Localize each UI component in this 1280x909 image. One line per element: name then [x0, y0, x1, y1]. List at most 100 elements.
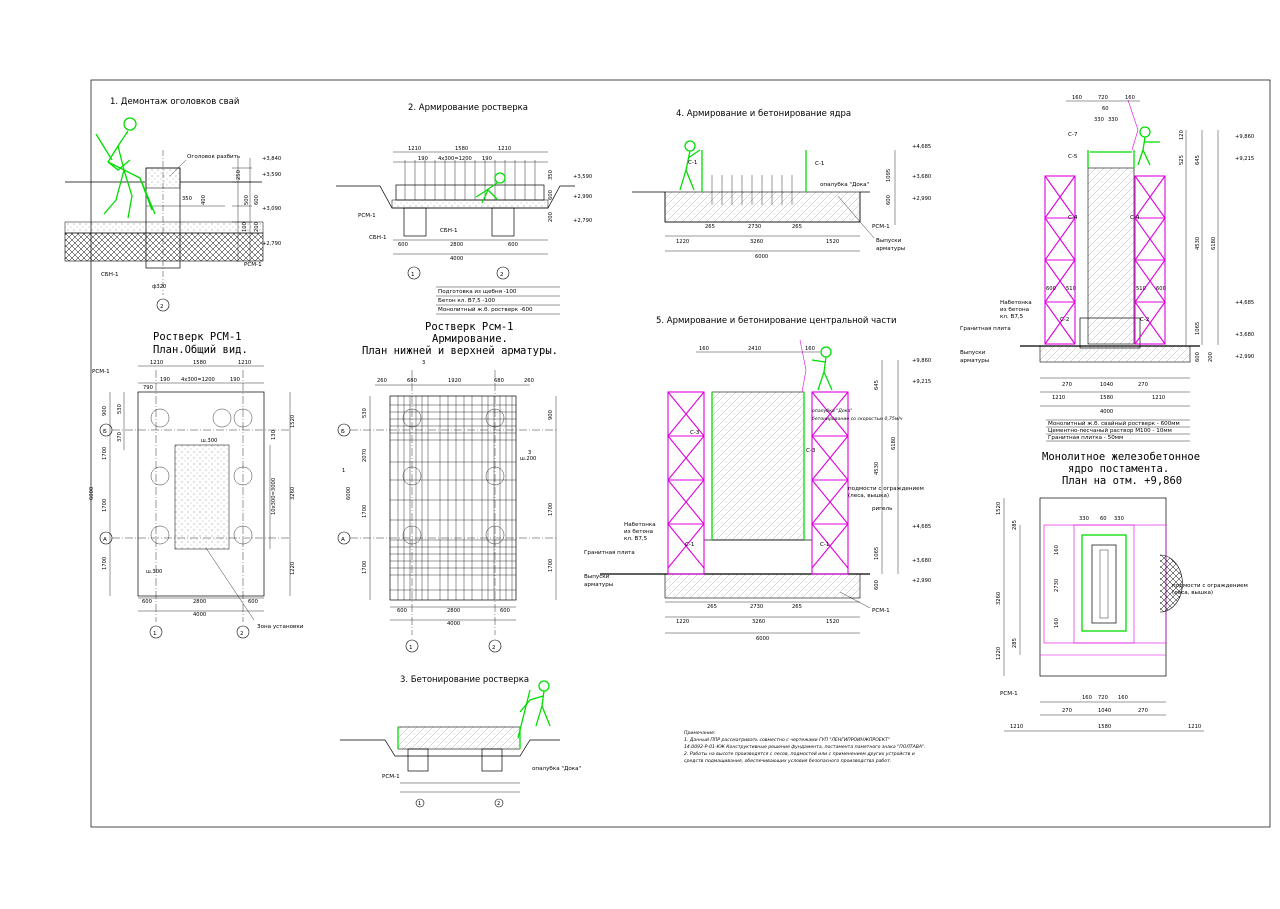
- svg-text:1210: 1210: [498, 146, 511, 152]
- svg-text:600: 600: [886, 195, 892, 205]
- svg-text:+3,840: +3,840: [262, 156, 281, 162]
- svg-text:2: 2: [240, 631, 244, 637]
- svg-text:900: 900: [548, 410, 554, 420]
- svg-text:60: 60: [1102, 106, 1109, 112]
- rostverk-pour: [397, 726, 521, 750]
- svg-text:ш.300: ш.300: [201, 438, 217, 444]
- svg-text:ф320: ф320: [152, 284, 166, 290]
- svg-text:1580: 1580: [1098, 724, 1111, 730]
- plan-1-general: Ростверк РСМ-1 План.Общий вид. Б А 1 2 Р…: [89, 331, 304, 639]
- worker-figure-2: [475, 172, 506, 204]
- svg-text:4530: 4530: [1195, 237, 1201, 250]
- svg-text:600: 600: [398, 242, 408, 248]
- svg-text:1040: 1040: [1100, 382, 1113, 388]
- svg-text:200: 200: [548, 212, 554, 222]
- svg-text:600: 600: [1195, 352, 1201, 362]
- svg-text:1700: 1700: [102, 447, 108, 460]
- svg-text:1700: 1700: [102, 499, 108, 512]
- svg-text:330: 330: [1114, 516, 1124, 522]
- plan-1-title: Ростверк РСМ-1: [153, 331, 242, 343]
- svg-text:260: 260: [377, 378, 387, 384]
- svg-text:1210: 1210: [408, 146, 421, 152]
- svg-text:2800: 2800: [447, 608, 460, 614]
- svg-text:900: 900: [102, 406, 108, 416]
- svg-text:645: 645: [1195, 155, 1201, 165]
- svg-text:1065: 1065: [874, 547, 880, 560]
- svg-text:160: 160: [1072, 95, 1082, 101]
- svg-text:ригель: ригель: [872, 506, 892, 512]
- svg-text:1520: 1520: [826, 239, 839, 245]
- svg-text:2800: 2800: [450, 242, 463, 248]
- svg-text:+2,990: +2,990: [912, 196, 931, 202]
- label-ogolovok: Оголовок разбить: [187, 154, 240, 160]
- s2-layers-table: Подготовка из щебня -100 Бетон кл. B7,5 …: [436, 286, 560, 315]
- section-5-title: 5. Армирование и бетонирование центральн…: [656, 316, 896, 326]
- svg-text:С-1: С-1: [820, 542, 830, 548]
- svg-text:4000: 4000: [450, 256, 463, 262]
- svg-text:1520: 1520: [996, 502, 1002, 515]
- core-column: [1087, 167, 1135, 345]
- plan-2-piles: [402, 408, 505, 545]
- svg-text:190: 190: [418, 156, 428, 162]
- svg-text:160: 160: [1054, 618, 1060, 628]
- svg-text:опалубка "Дока": опалубка "Дока": [532, 766, 582, 772]
- svg-text:Набетонка: Набетонка: [624, 522, 656, 528]
- sheet-frame: [90, 79, 1271, 828]
- svg-text:+3,090: +3,090: [262, 206, 281, 212]
- svg-text:С-7: С-7: [1068, 132, 1078, 138]
- svg-text:265: 265: [707, 604, 717, 610]
- svg-text:645: 645: [874, 380, 880, 390]
- svg-text:Набетонка: Набетонка: [1000, 300, 1032, 306]
- svg-text:РСМ-1: РСМ-1: [1000, 691, 1018, 697]
- svg-text:260: 260: [524, 378, 534, 384]
- svg-text:3260: 3260: [290, 487, 296, 500]
- svg-text:+2,990: +2,990: [573, 194, 592, 200]
- svg-text:270: 270: [1138, 708, 1148, 714]
- svg-text:270: 270: [1062, 708, 1072, 714]
- svg-text:из бетона: из бетона: [1000, 307, 1029, 313]
- svg-text:6000: 6000: [346, 487, 352, 500]
- worker-figure-5: [517, 680, 551, 739]
- svg-text:РСМ-1: РСМ-1: [92, 369, 110, 375]
- svg-text:600: 600: [500, 608, 510, 614]
- svg-text:6180: 6180: [1211, 237, 1217, 250]
- svg-text:4x300=1200: 4x300=1200: [181, 377, 215, 383]
- section-3-betonirovanie: 3. Бетонирование ростверка опалубка "Док…: [340, 675, 582, 808]
- svg-text:285: 285: [1012, 638, 1018, 648]
- svg-text:ядро постамента.: ядро постамента.: [1068, 463, 1169, 475]
- svg-text:Монолитный ж.б. свайный ростве: Монолитный ж.б. свайный ростверк - 600мм: [1048, 420, 1180, 427]
- svg-text:Армирование.: Армирование.: [432, 333, 508, 345]
- svg-text:Гранитная плита: Гранитная плита: [584, 550, 635, 556]
- section-4-title: 4. Армирование и бетонирование ядра: [676, 109, 851, 119]
- scaffold-right: [1134, 175, 1166, 345]
- svg-text:600: 600: [874, 580, 880, 590]
- svg-text:3260: 3260: [996, 592, 1002, 605]
- svg-text:530: 530: [117, 404, 123, 414]
- note-line: 1. Данный ППР рассматривать совместно с …: [684, 737, 890, 743]
- svg-text:С-4: С-4: [1068, 215, 1078, 221]
- svg-text:1700: 1700: [548, 559, 554, 572]
- scaffold-5-left: [667, 391, 705, 575]
- svg-text:1700: 1700: [362, 561, 368, 574]
- svg-text:1: 1: [418, 801, 421, 807]
- svg-text:Монолитный ж.б. ростверк -600: Монолитный ж.б. ростверк -600: [438, 306, 533, 313]
- svg-text:арматуры: арматуры: [876, 246, 905, 252]
- p2-dimensions: 260 680 1920 680 260 530 2070 1700 1700 …: [342, 360, 557, 627]
- svg-text:1520: 1520: [826, 619, 839, 625]
- s1-dimensions: +3,840 +3,590 +3,090 +2,790 350 400 500 …: [152, 156, 281, 290]
- svg-text:СБН-1: СБН-1: [440, 228, 458, 234]
- note-line: средств подмащивания, обеспечивающих усл…: [684, 758, 891, 764]
- section-4-yadro: 4. Армирование и бетонирование ядра С-1 …: [632, 109, 931, 260]
- svg-text:+4,685: +4,685: [1235, 300, 1254, 306]
- svg-text:600: 600: [142, 599, 152, 605]
- svg-text:6000: 6000: [89, 487, 95, 500]
- svg-text:Гранитная плита: Гранитная плита: [960, 326, 1011, 332]
- plan-1-outline: [137, 391, 265, 597]
- svg-text:60: 60: [1100, 516, 1107, 522]
- section-5-centralnaya-chast: 5. Армирование и бетонирование центральн…: [584, 316, 931, 642]
- svg-text:4x300=1200: 4x300=1200: [438, 156, 472, 162]
- svg-text:1700: 1700: [362, 505, 368, 518]
- svg-text:2: 2: [160, 304, 164, 310]
- svg-text:С-1: С-1: [688, 160, 698, 166]
